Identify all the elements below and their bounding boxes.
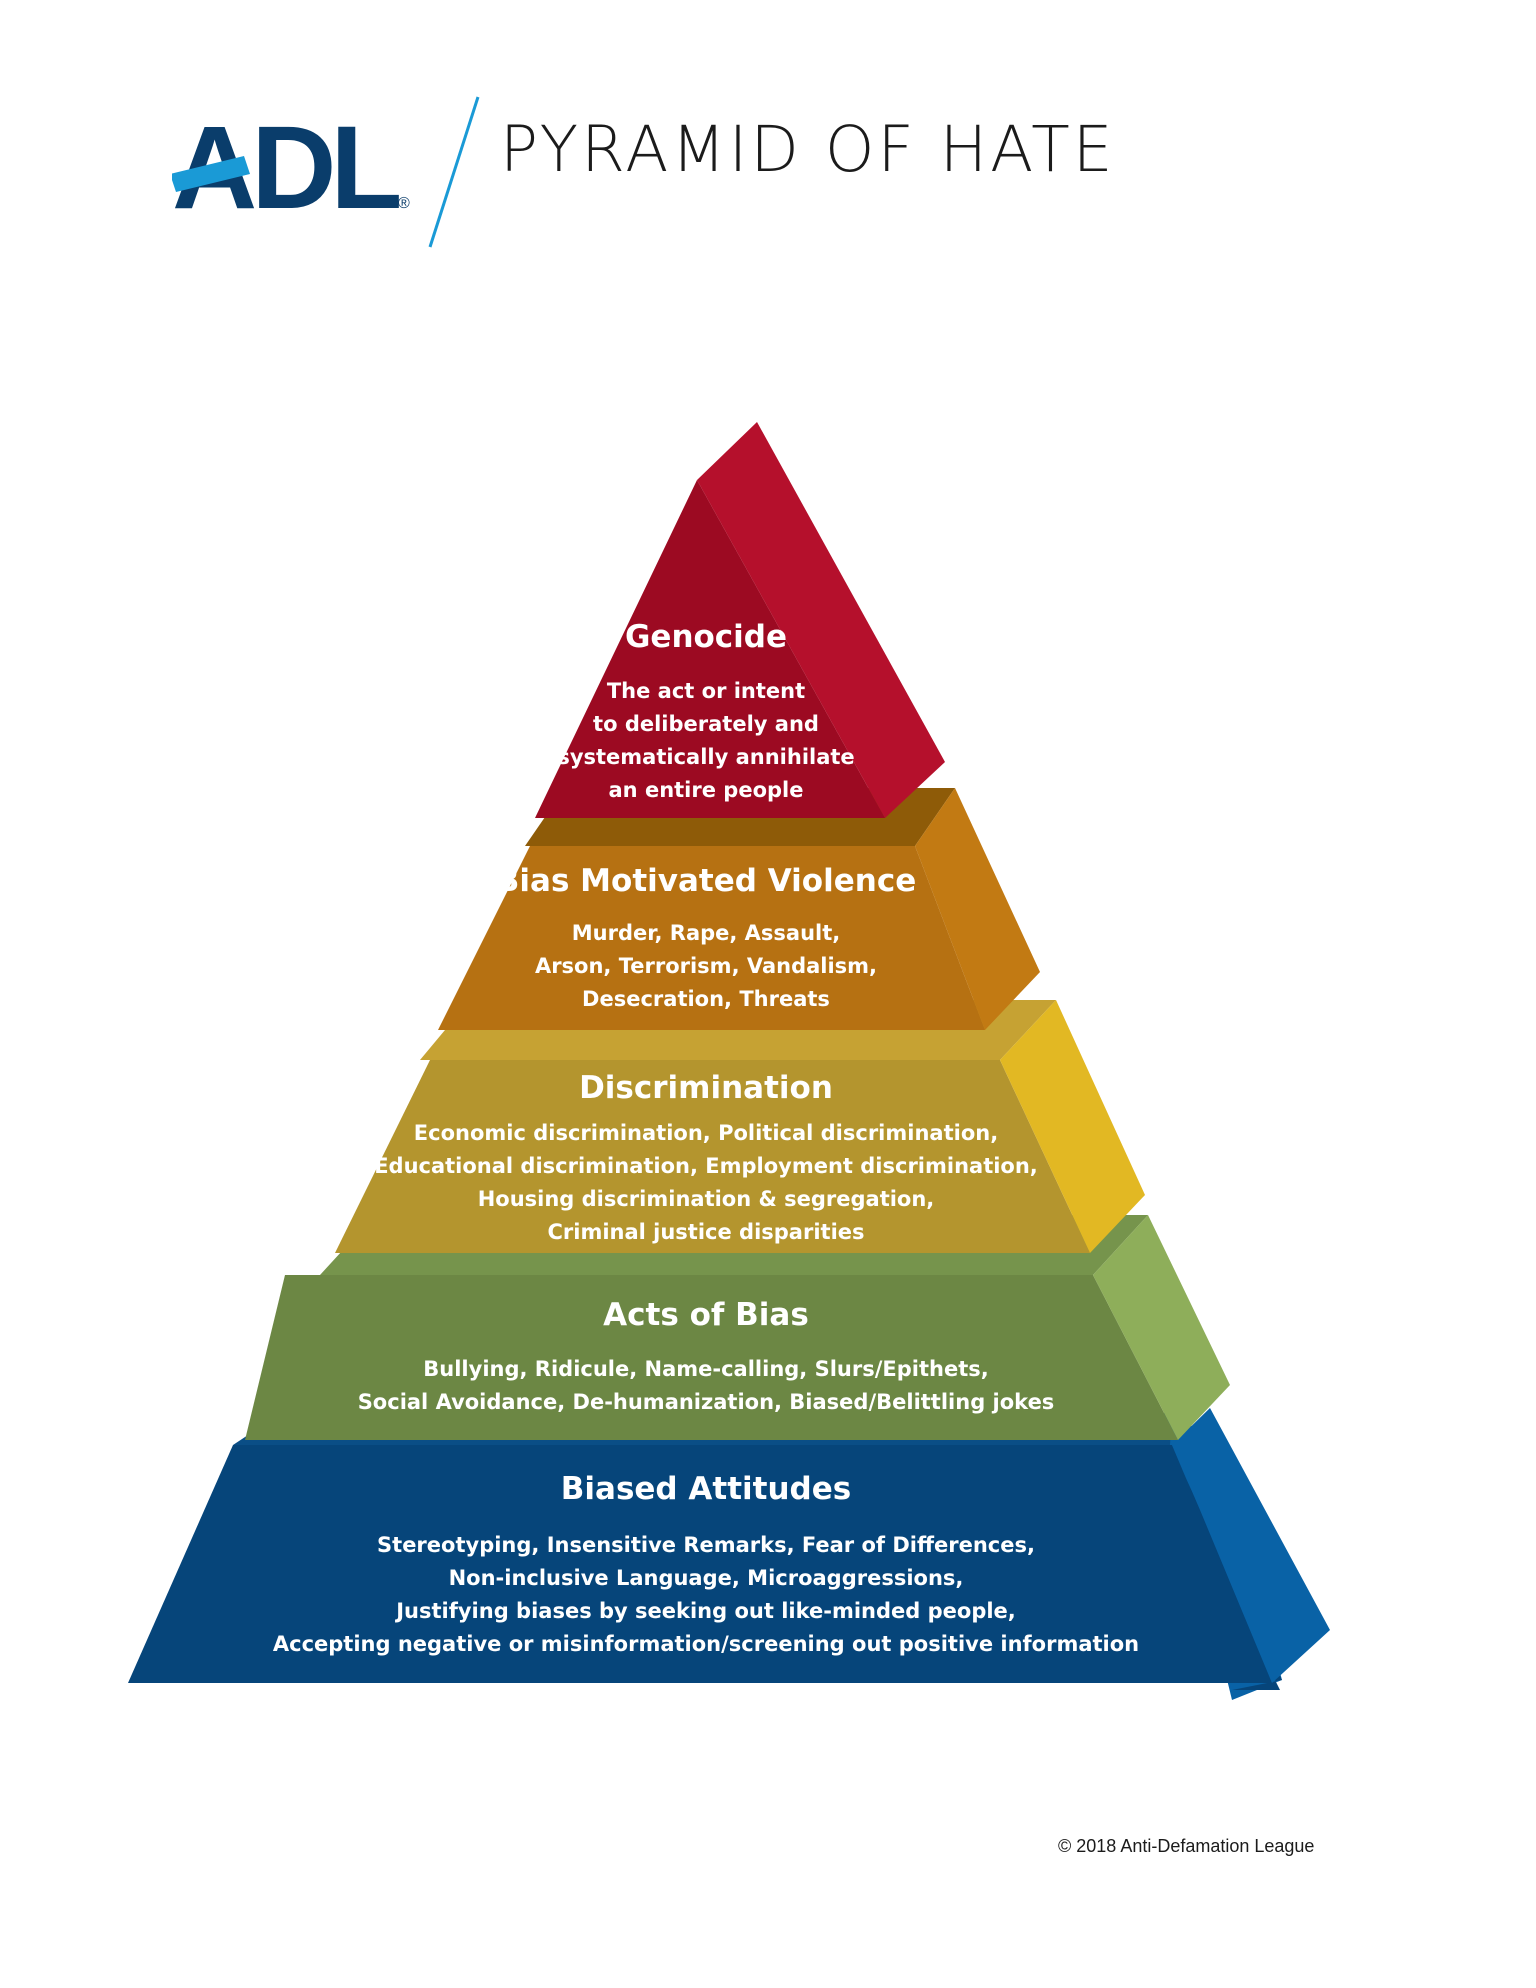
registered-mark: ®	[398, 195, 410, 212]
level-genocide-face	[535, 480, 885, 818]
header: ADL ® PYRAMID OF HATE	[0, 0, 1536, 300]
adl-logo-slash	[172, 156, 250, 192]
level-acts-of-bias-face	[245, 1275, 1178, 1440]
level-title: Genocide	[624, 619, 788, 655]
level-discrimination-text: Discrimination Economic discrimination, …	[356, 1073, 1056, 1249]
level-title: Acts of Bias	[603, 1297, 809, 1333]
level-genocide	[535, 422, 945, 818]
level-bias-motivated-violence-face	[438, 846, 985, 1030]
level-description: Murder, Rape, Assault, Arson, Terrorism,…	[534, 921, 878, 1011]
level-description: Bullying, Ridicule, Name-calling, Slurs/…	[357, 1357, 1055, 1414]
level-title: Bias Motivated Violence	[495, 863, 917, 899]
level-description: Stereotyping, Insensitive Remarks, Fear …	[272, 1533, 1140, 1656]
copyright-notice: © 2018 Anti-Defamation League	[1058, 1836, 1315, 1856]
level-acts-of-bias-text: Acts of Bias Bullying, Ridicule, Name-ca…	[306, 1300, 1106, 1419]
level-bias-motivated-violence-text: Bias Motivated Violence Murder, Rape, As…	[456, 866, 956, 1016]
level-biased-attitudes-text: Biased Attitudes Stereotyping, Insensiti…	[256, 1474, 1156, 1661]
level-biased-attitudes-face	[128, 1445, 1272, 1683]
level-genocide-text: Genocide The act or intent to deliberate…	[506, 622, 906, 807]
level-acts-of-bias-right	[1093, 1215, 1230, 1440]
level-biased-attitudes-right	[1172, 1408, 1330, 1683]
page-title: PYRAMID OF HATE	[500, 113, 1116, 186]
header-divider	[428, 96, 480, 248]
level-genocide-right	[697, 422, 945, 818]
level-discrimination-right	[1000, 1000, 1145, 1253]
level-title: Discrimination	[579, 1070, 833, 1106]
level-title: Biased Attitudes	[560, 1471, 852, 1507]
level-description: The act or intent to deliberately and sy…	[557, 679, 855, 802]
adl-logo: ADL ®	[172, 112, 410, 222]
level-description: Economic discrimination, Political discr…	[374, 1121, 1038, 1244]
level-bias-motivated-violence-right	[915, 788, 1040, 1030]
level-discrimination-face	[335, 1060, 1090, 1253]
